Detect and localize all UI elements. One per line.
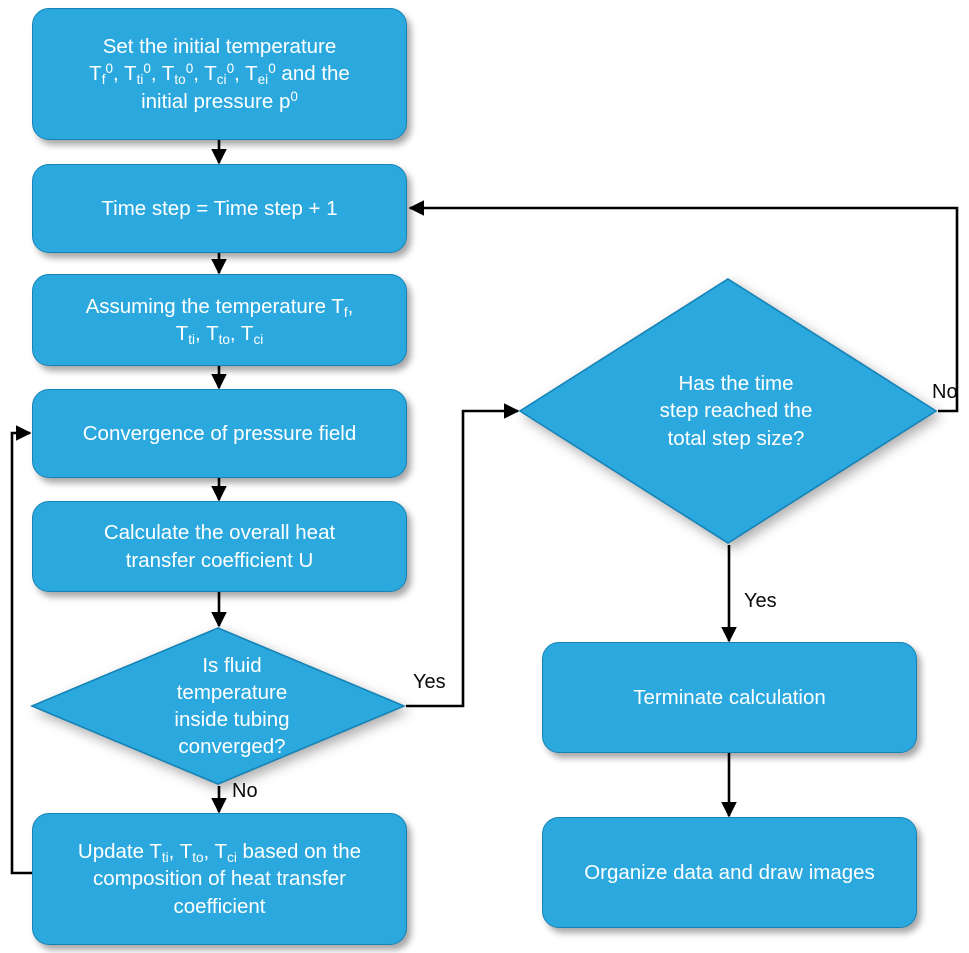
- node-organize-data-draw-images[interactable]: Organize data and draw images: [542, 817, 917, 928]
- node-calculate-heat-transfer-coefficient[interactable]: Calculate the overall heat transfer coef…: [32, 501, 407, 592]
- symbol-T-2: T: [124, 62, 137, 86]
- symbol-comma-4: ,: [234, 62, 240, 86]
- symbol-sub-f-2: f: [343, 304, 348, 320]
- node-set-initial-line3: initial pressure p0: [89, 88, 350, 115]
- symbol-sub-to-2: to: [218, 331, 230, 347]
- symbol-T-3: T: [161, 62, 175, 86]
- edge-label-fluid-no: No: [232, 780, 258, 802]
- symbol-T-8: T: [206, 322, 219, 345]
- symbol-T-9: T: [240, 322, 254, 345]
- edge-label-fluid-yes: Yes: [413, 671, 446, 693]
- node-is-fluid-temperature-converged[interactable]: Is fluid temperature inside tubing conve…: [29, 626, 407, 786]
- node-update-tail: based on the: [242, 840, 362, 864]
- node-update-verb: Update: [77, 840, 145, 864]
- symbol-initial-pressure: initial pressure: [141, 89, 274, 113]
- edge-fluiddiamond-yes-to-timediamond: [406, 403, 520, 708]
- node-update-temperatures[interactable]: Update Tti, Tto, Tci based on the compos…: [32, 813, 407, 945]
- symbol-sub-ci: ci: [216, 72, 227, 88]
- symbol-and-the: and the: [281, 62, 350, 86]
- node-time-step[interactable]: Time step = Time step + 1: [32, 164, 407, 253]
- symbol-comma-8: ,: [168, 840, 175, 864]
- symbol-comma-3: ,: [193, 62, 199, 86]
- symbol-T-12: T: [214, 840, 228, 864]
- symbol-sub-to: to: [174, 72, 186, 88]
- node-time-step-label: Time step = Time step + 1: [101, 196, 338, 220]
- node-set-initial-temperature[interactable]: Set the initial temperature Tf0, Tti0, T…: [32, 8, 407, 140]
- symbol-p: p: [278, 89, 291, 113]
- node-convergence-label: Convergence of pressure field: [82, 421, 357, 445]
- node-assuming-line1: Assuming the temperature Tf,: [86, 293, 354, 320]
- symbol-sub-to-3: to: [192, 849, 204, 865]
- node-calculate-line2: transfer coefficient U: [125, 548, 314, 572]
- symbol-sup-0: 0: [105, 61, 113, 77]
- symbol-T-6: T: [331, 294, 344, 318]
- symbol-sub-ci-3: ci: [227, 849, 237, 865]
- diamond-shape-fluid: [29, 627, 407, 785]
- node-set-initial-line2: Tf0, Tti0, Tto0, Tci0, Tei0 and the: [89, 60, 350, 87]
- symbol-comma-9: ,: [203, 840, 210, 864]
- node-terminate-calculation[interactable]: Terminate calculation: [542, 642, 917, 753]
- symbol-sup-0-2: 0: [143, 61, 151, 77]
- symbol-comma-5: ,: [347, 294, 354, 318]
- symbol-sub-ei: ei: [257, 72, 269, 88]
- node-assuming-line2: Tti, Tto, Tci: [86, 320, 354, 347]
- symbol-comma-2: ,: [150, 62, 157, 86]
- node-terminate-label: Terminate calculation: [633, 685, 826, 709]
- edge-label-timestep-yes: Yes: [744, 590, 777, 612]
- symbol-sub-ci-2: ci: [253, 331, 264, 347]
- edge-update-loopback-to-convergence: [10, 425, 32, 875]
- node-assuming-text: Assuming the temperature: [85, 294, 327, 318]
- symbol-T-10: T: [149, 840, 162, 864]
- symbol-T: T: [89, 62, 102, 86]
- symbol-T-5: T: [245, 62, 258, 86]
- symbol-comma-6: ,: [195, 322, 201, 345]
- node-update-line3: coefficient: [173, 894, 266, 918]
- symbol-T-7: T: [175, 322, 189, 345]
- symbol-T-4: T: [204, 62, 217, 86]
- node-update-line1: Update Tti, Tto, Tci based on the: [78, 838, 361, 865]
- node-calculate-line1: Calculate the overall heat: [103, 521, 336, 545]
- symbol-sub-f: f: [101, 72, 106, 88]
- edge-label-timestep-no: No: [932, 381, 958, 403]
- symbol-comma-1: ,: [113, 62, 119, 86]
- node-set-initial-line1: Set the initial temperature: [102, 35, 337, 59]
- node-convergence-of-pressure-field[interactable]: Convergence of pressure field: [32, 389, 407, 478]
- symbol-sub-ti: ti: [136, 72, 144, 88]
- symbol-sup-0-5: 0: [268, 61, 276, 77]
- symbol-sup-0-4: 0: [226, 61, 235, 77]
- node-organize-label: Organize data and draw images: [584, 860, 875, 884]
- symbol-sub-ti-3: ti: [161, 849, 169, 865]
- diamond-shape-timestep: [518, 278, 938, 544]
- symbol-sup-0-6: 0: [290, 88, 298, 104]
- node-update-line2: composition of heat transfer: [93, 867, 346, 891]
- symbol-T-11: T: [179, 840, 193, 864]
- node-assuming-temperature[interactable]: Assuming the temperature Tf, Tti, Tto, T…: [32, 274, 407, 366]
- symbol-sup-0-3: 0: [185, 61, 194, 77]
- node-has-time-step-reached-total[interactable]: Has the time step reached the total step…: [518, 277, 938, 545]
- symbol-comma-7: ,: [229, 322, 236, 345]
- symbol-sub-ti-2: ti: [188, 331, 196, 347]
